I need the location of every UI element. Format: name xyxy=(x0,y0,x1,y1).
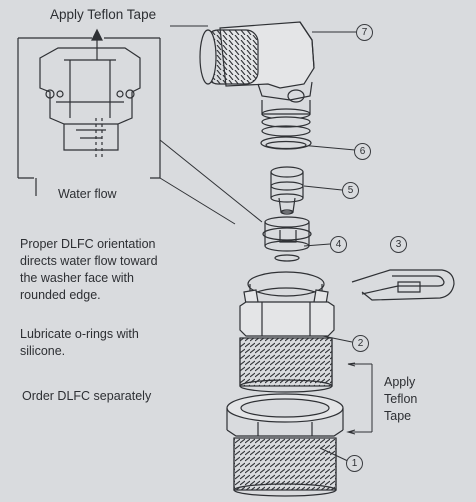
apply-teflon-tape-top-label: Apply Teflon Tape xyxy=(50,7,157,22)
part-2-housing xyxy=(239,271,335,393)
orientation-note-line-4: rounded edge. xyxy=(20,288,101,302)
part-6-o-ring-stack xyxy=(260,116,312,150)
part-4-dlfc xyxy=(262,216,312,262)
lubricate-note-line-1: Lubricate o-rings with xyxy=(20,327,139,341)
apply-teflon-tape-right-line-2: Teflon xyxy=(384,392,418,406)
part-5-insert xyxy=(270,166,304,215)
water-flow-label: Water flow xyxy=(58,187,117,201)
dlfc-inset-detail xyxy=(17,28,161,196)
callout-7: 7 xyxy=(356,24,373,41)
apply-teflon-tape-right-line-3: Tape xyxy=(384,409,412,423)
orientation-note-line-1: Proper DLFC orientation xyxy=(20,237,156,251)
orientation-note-line-3: the washer face with xyxy=(20,271,134,285)
callout-2: 2 xyxy=(352,335,369,352)
callout-3: 3 xyxy=(390,236,407,253)
callout-5: 5 xyxy=(342,182,359,199)
part-7-elbow-fitting xyxy=(199,21,315,120)
callout-6: 6 xyxy=(354,143,371,160)
apply-teflon-tape-right-line-1: Apply xyxy=(384,375,416,389)
lubricate-note-line-2: silicone. xyxy=(20,344,66,358)
orientation-note-line-2: directs water flow toward xyxy=(20,254,158,268)
callout-1: 1 xyxy=(346,455,363,472)
part-1-bottom-nut xyxy=(226,393,344,497)
callout-4: 4 xyxy=(330,236,347,253)
order-separately-note: Order DLFC separately xyxy=(22,389,152,403)
part-3-retaining-clip xyxy=(351,269,455,301)
